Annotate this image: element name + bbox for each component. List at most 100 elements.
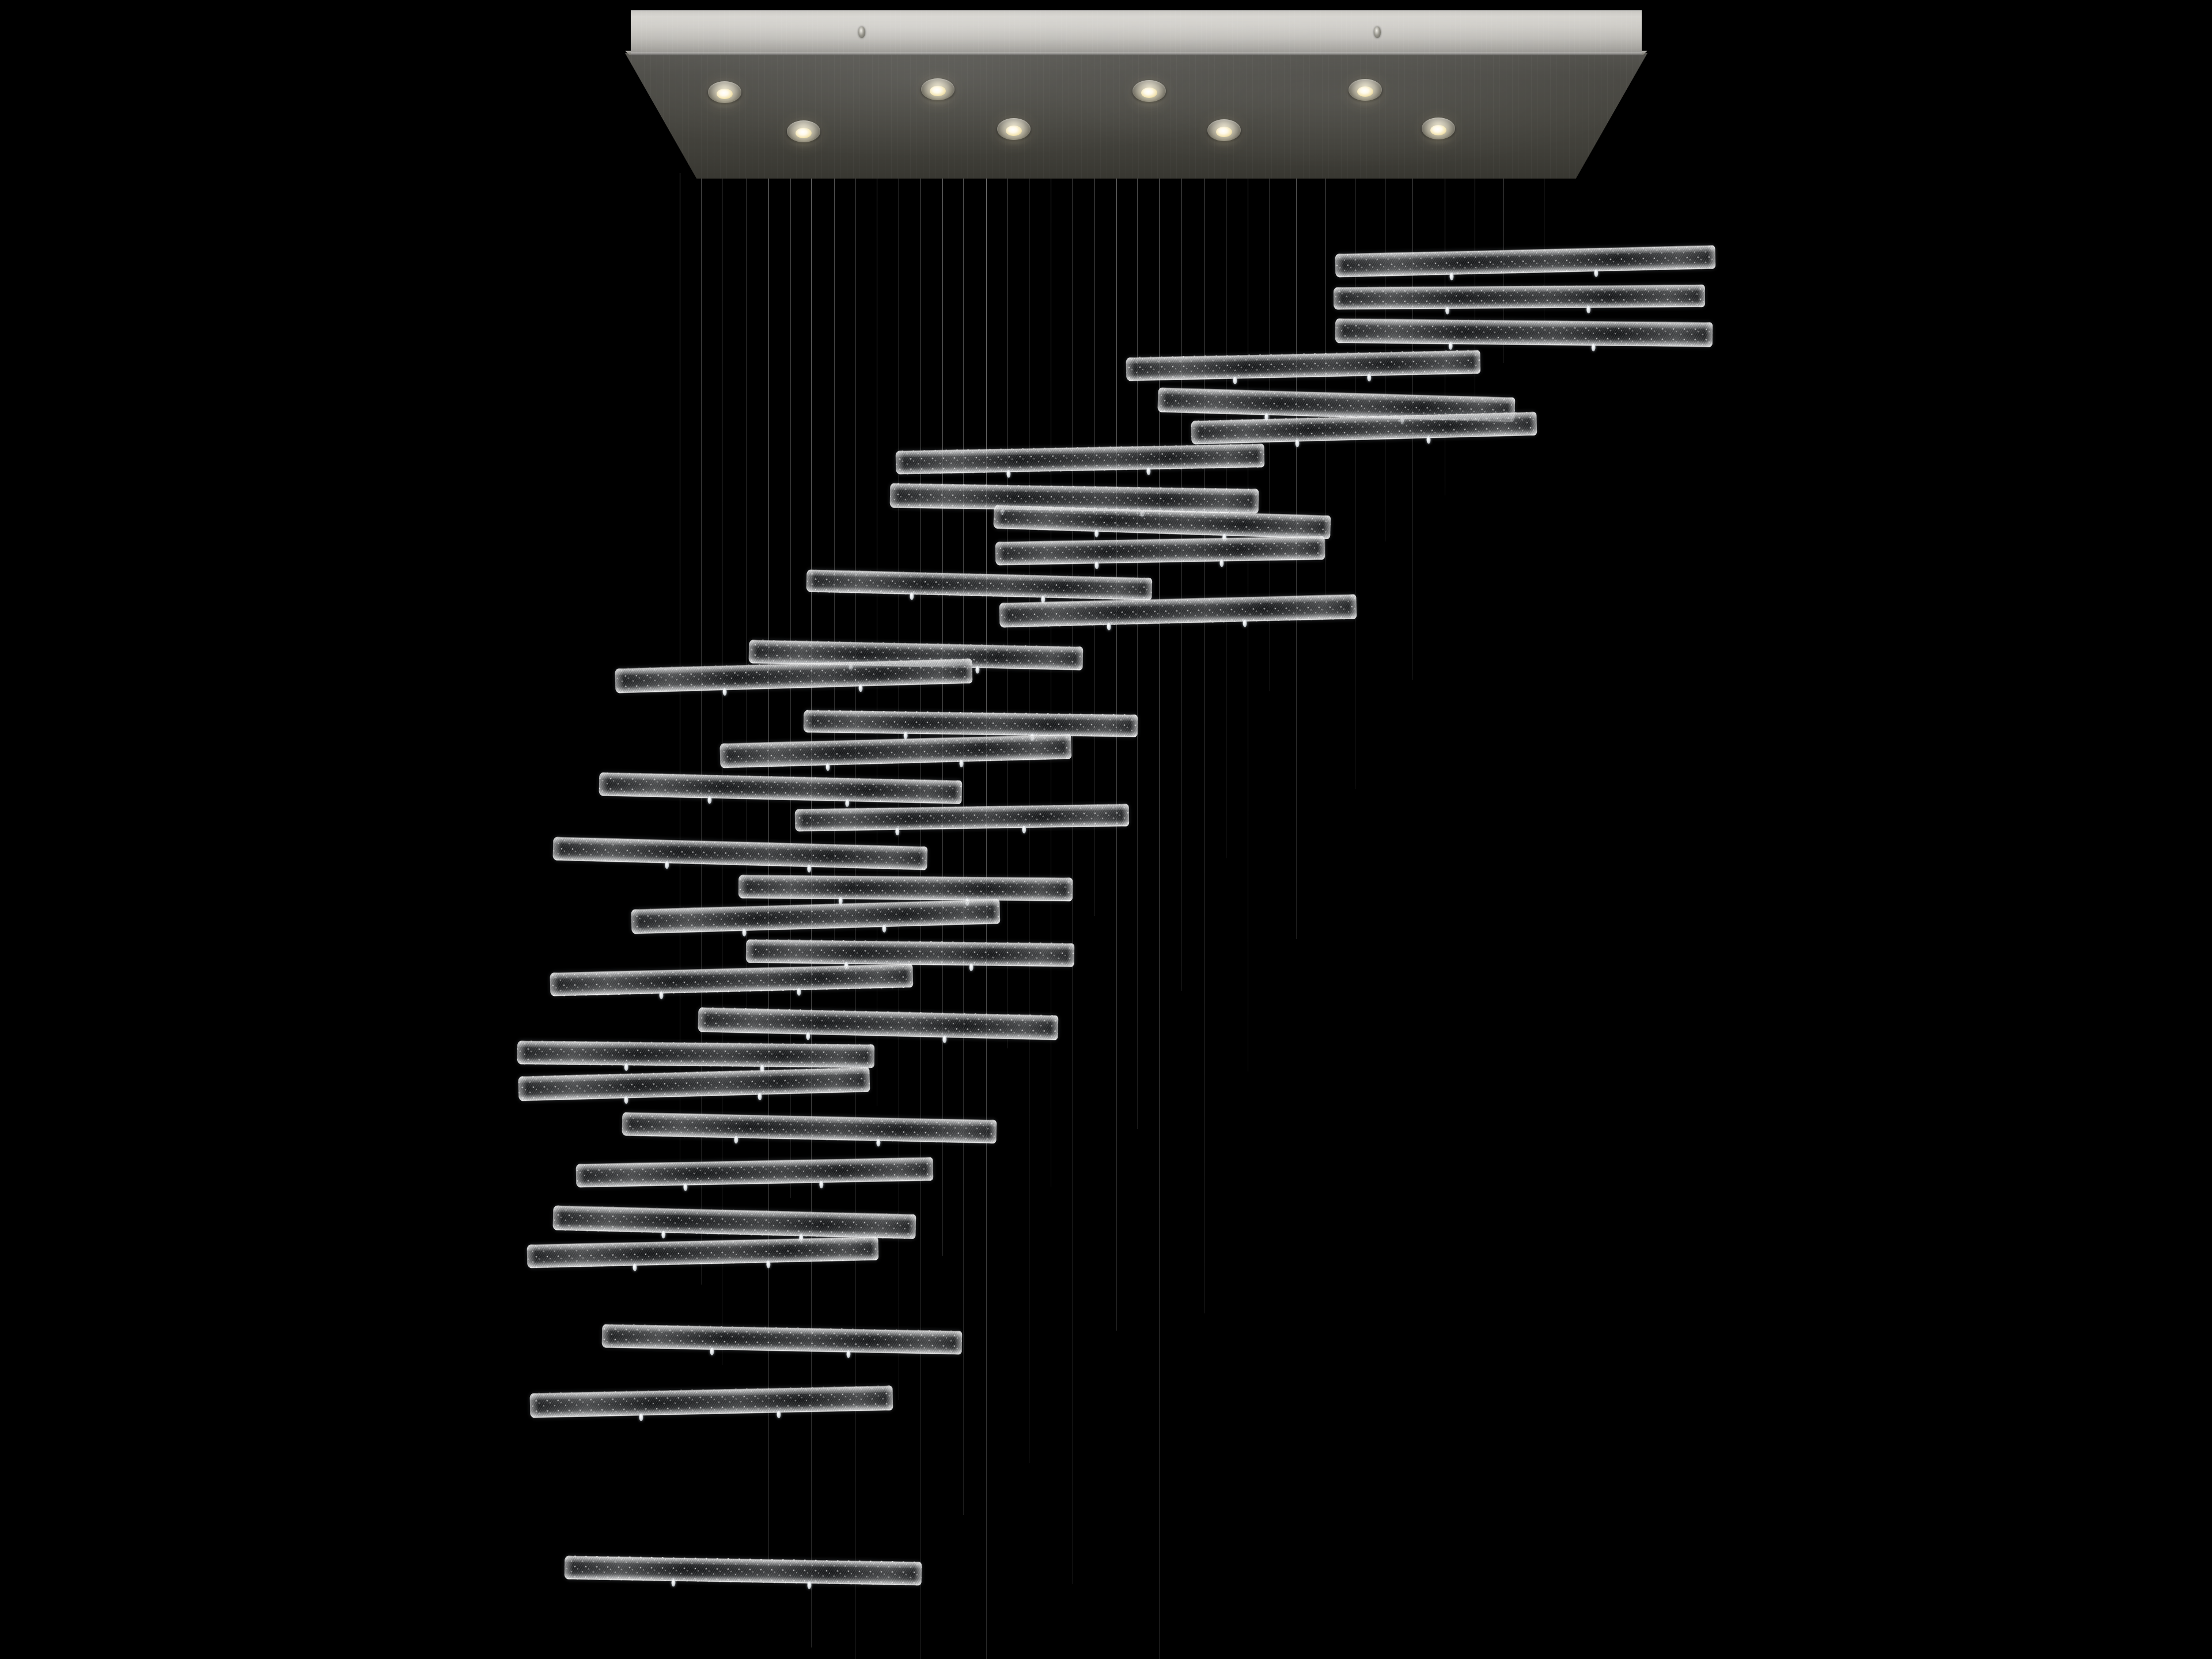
rod-fixing-bead xyxy=(742,929,747,937)
seeded-glass-texture-secondary xyxy=(518,1068,870,1100)
glass-rod-right-tip xyxy=(992,899,1001,925)
rod-fixing-bead xyxy=(1592,343,1596,351)
glass-rod-left-tip xyxy=(738,874,748,899)
seeded-glass-texture-secondary xyxy=(745,940,1075,966)
rod-fixing-bead xyxy=(1107,623,1111,631)
glass-rod-left-tip xyxy=(719,743,729,768)
glass-rod-left-tip xyxy=(529,1392,539,1418)
rod-fixing-bead xyxy=(942,1035,947,1043)
ceiling-canopy[interactable] xyxy=(625,10,1647,183)
rod-fixing-bead xyxy=(975,666,980,674)
rod-fixing-bead xyxy=(1232,376,1237,385)
glass-rod-right-tip xyxy=(1251,488,1259,514)
seeded-glass-texture-secondary xyxy=(698,1008,1059,1040)
glass-rod xyxy=(719,734,1072,771)
glass-rod-right-tip xyxy=(1065,877,1073,902)
glass-rod-body xyxy=(794,803,1130,832)
glass-rod-left-tip xyxy=(889,483,899,509)
rod-fixing-bead xyxy=(1449,272,1454,281)
glass-rod-body xyxy=(599,772,963,805)
led-spotlight[interactable] xyxy=(708,81,741,103)
rod-fixing-bead xyxy=(1586,305,1590,313)
glass-rod xyxy=(1191,411,1537,448)
rod-fixing-bead xyxy=(825,763,830,771)
glass-rod xyxy=(631,899,1001,937)
glass-rod-right-tip xyxy=(885,1385,893,1411)
glass-rod-right-tip xyxy=(1472,350,1481,374)
glass-rod-right-tip xyxy=(1705,321,1713,347)
glass-rod-right-tip xyxy=(1075,646,1084,671)
seeded-glass-texture-secondary xyxy=(738,876,1073,901)
seeded-glass-texture-secondary xyxy=(622,1113,997,1143)
led-spotlight[interactable] xyxy=(1132,80,1166,102)
rod-fixing-bead xyxy=(1295,440,1300,448)
glass-rod-body xyxy=(518,1067,870,1101)
glass-rod xyxy=(615,658,973,696)
glass-rod-body xyxy=(1335,245,1716,278)
glass-rod-left-tip xyxy=(550,972,559,997)
suspension-wire xyxy=(1204,173,1205,1313)
glass-rod-body xyxy=(615,658,973,694)
seeded-glass-texture-secondary xyxy=(517,1041,875,1067)
rod-fixing-bead xyxy=(882,925,887,933)
glass-rod-body xyxy=(517,1040,875,1069)
glass-rod-left-tip xyxy=(806,569,816,593)
glass-rod-right-tip xyxy=(908,1214,916,1240)
glass-rod-right-tip xyxy=(1697,284,1706,308)
rod-fixing-bead xyxy=(846,1350,851,1358)
led-spotlight[interactable] xyxy=(997,118,1031,140)
glass-rod-right-tip xyxy=(1050,1014,1059,1041)
rod-fixing-bead xyxy=(807,1581,812,1589)
glass-rod xyxy=(993,505,1331,541)
glass-rod-body xyxy=(745,939,1075,967)
glass-rod xyxy=(1335,245,1716,281)
rod-fixing-bead xyxy=(1367,374,1372,382)
glass-rod xyxy=(1126,350,1481,385)
glass-rod-left-tip xyxy=(748,639,758,664)
rod-fixing-bead xyxy=(1146,467,1151,475)
glass-rod-left-tip xyxy=(794,808,804,832)
seeded-glass-texture-secondary xyxy=(527,1237,879,1267)
led-spotlight[interactable] xyxy=(921,78,955,100)
rod-fixing-bead xyxy=(959,759,964,768)
rod-fixing-bead xyxy=(845,799,850,807)
led-spotlight[interactable] xyxy=(1422,118,1455,139)
glass-rod-body xyxy=(995,536,1325,566)
seeded-glass-texture-secondary xyxy=(806,570,1153,600)
seeded-glass-texture-secondary xyxy=(599,773,963,804)
led-spotlight[interactable] xyxy=(1207,119,1241,141)
glass-rod xyxy=(575,1157,934,1191)
glass-rod-left-tip xyxy=(1333,286,1343,310)
glass-rod-body xyxy=(550,963,914,997)
glass-rod-left-tip xyxy=(622,1112,631,1137)
glass-rod xyxy=(518,1067,870,1104)
suspension-wire xyxy=(1159,173,1160,1659)
glass-rod xyxy=(599,772,963,807)
glass-rod-body xyxy=(527,1236,879,1268)
glass-rod-left-tip xyxy=(601,1324,611,1349)
glass-rod xyxy=(622,1112,997,1147)
glass-rod-body xyxy=(1333,284,1706,310)
glass-rod-body xyxy=(622,1112,997,1144)
rod-fixing-bead xyxy=(1242,619,1247,627)
rod-fixing-bead xyxy=(858,684,863,692)
glass-rod-left-tip xyxy=(599,772,608,797)
glass-rod xyxy=(601,1324,963,1358)
led-lens xyxy=(1006,125,1022,137)
glass-rod-right-tip xyxy=(964,658,973,684)
glass-rod-body xyxy=(575,1157,934,1188)
led-spotlight[interactable] xyxy=(787,120,820,142)
glass-rod-body xyxy=(1191,411,1537,445)
glass-rod-right-tip xyxy=(919,846,928,871)
glass-rod-left-tip xyxy=(517,1040,527,1065)
rod-fixing-bead xyxy=(734,1136,738,1144)
canopy-underside xyxy=(625,53,1647,179)
glass-rod-right-tip xyxy=(1063,734,1072,760)
glass-rod-left-tip xyxy=(1126,357,1135,381)
suspension-wire xyxy=(1116,173,1117,1331)
led-spotlight[interactable] xyxy=(1349,79,1382,101)
seeded-glass-texture-secondary xyxy=(719,735,1072,767)
led-lens xyxy=(1430,124,1446,136)
rod-fixing-bead xyxy=(1006,470,1011,478)
glass-rod xyxy=(564,1555,922,1589)
